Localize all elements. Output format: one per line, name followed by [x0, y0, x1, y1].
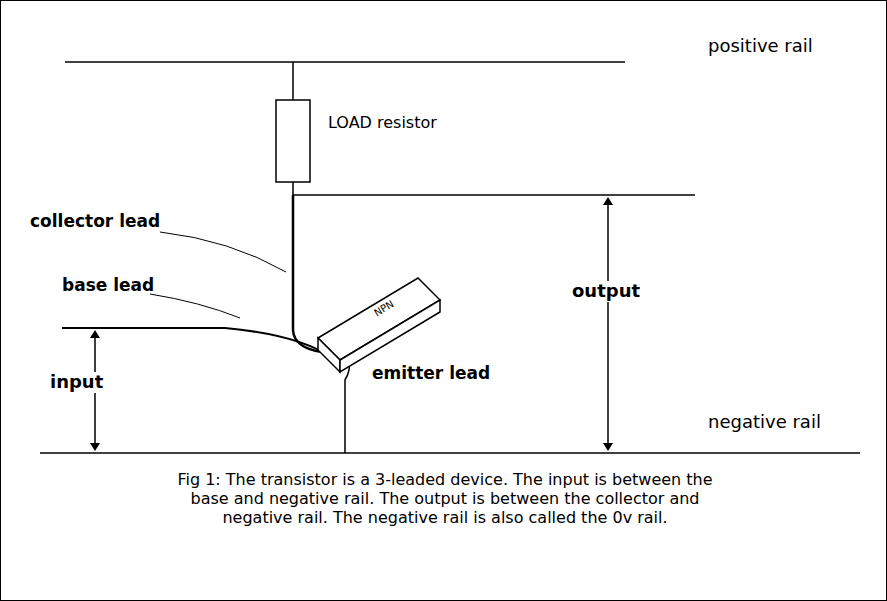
- lead-label: emitter lead: [372, 364, 490, 384]
- output-arrow: [607, 201, 609, 447]
- part-label: LOAD resistor: [328, 114, 437, 132]
- wire: [292, 182, 294, 195]
- collector-lead: [293, 195, 322, 352]
- positive-rail: [65, 61, 625, 63]
- signal-label: output: [570, 281, 642, 302]
- leader-line: [160, 232, 286, 272]
- rail-label: negative rail: [708, 412, 821, 433]
- rail-label: positive rail: [708, 36, 813, 57]
- base-lead: [62, 328, 332, 358]
- emitter-lead: [345, 360, 349, 453]
- signal-label: input: [48, 372, 105, 393]
- leader-line: [150, 294, 240, 318]
- output-wire: [293, 194, 695, 196]
- lead-label: base lead: [62, 276, 154, 296]
- resistor-symbol: [276, 100, 310, 182]
- figure-caption: Fig 1: The transistor is a 3-leaded devi…: [165, 470, 725, 528]
- wire: [292, 62, 294, 100]
- negative-rail: [40, 452, 860, 454]
- lead-label: collector lead: [30, 212, 160, 232]
- transistor-body: [318, 278, 440, 372]
